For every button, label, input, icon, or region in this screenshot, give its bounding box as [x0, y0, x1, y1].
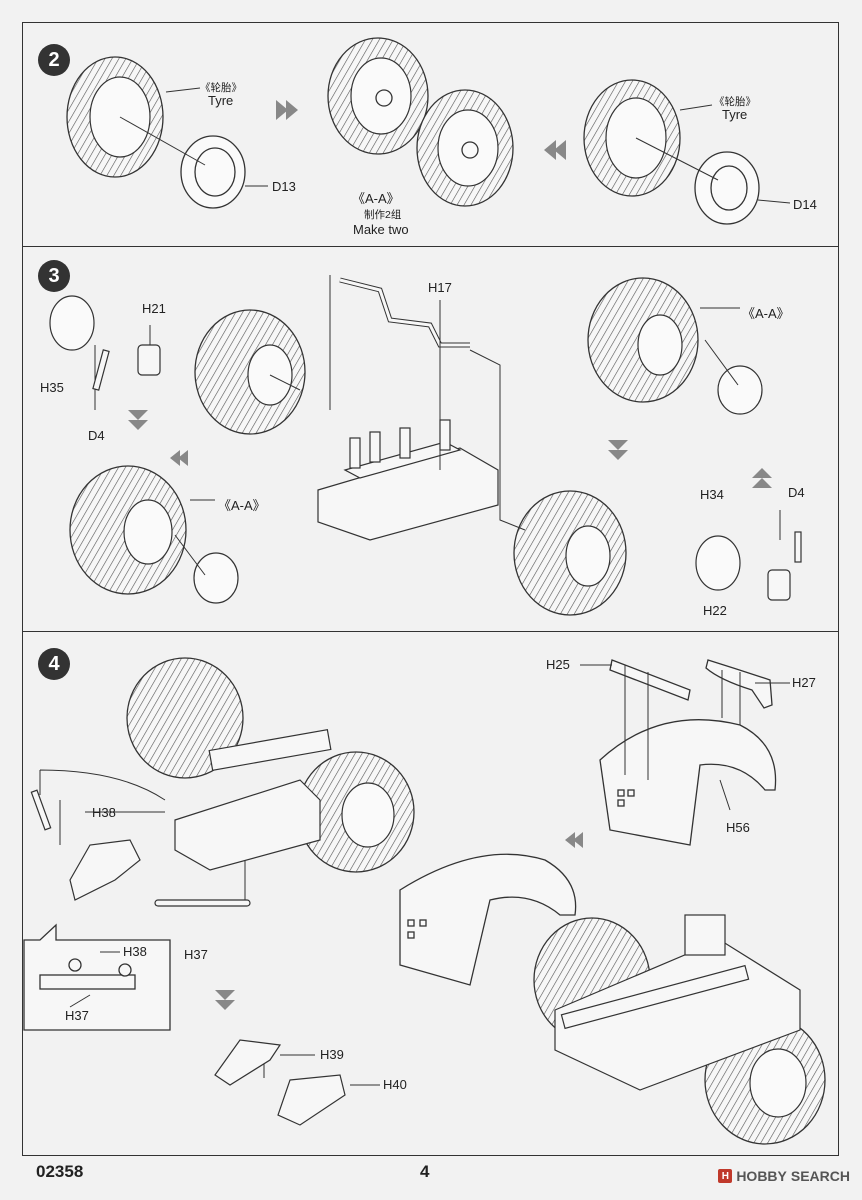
wheel-rim-icon: [180, 89, 760, 225]
part-h40-label: H40: [383, 1077, 407, 1092]
arrow-left-icon: [544, 140, 566, 160]
step-2-number: 2: [38, 44, 70, 76]
part-d14-label: D14: [793, 197, 817, 212]
arrow-left-icon: [170, 450, 188, 466]
part-h39-label: H39: [320, 1047, 344, 1062]
assembly-aa-label-1: 《A-A》: [742, 306, 790, 321]
part-h38-label-2: H38: [123, 944, 147, 959]
arrow-up-icon: [752, 468, 772, 488]
tyre-label-1: Tyre: [208, 93, 234, 108]
watermark-search: SEARCH: [790, 1168, 850, 1184]
tyre-cn-label-2: 《轮胎》: [714, 96, 756, 108]
chassis-icon: [317, 277, 499, 541]
part-h22-label: H22: [703, 603, 727, 618]
arrow-down-icon: [215, 990, 235, 1010]
part-d4-label-1: D4: [88, 428, 105, 443]
tyre-cn-label-1: 《轮胎》: [200, 82, 242, 94]
arrow-down-icon: [128, 410, 628, 460]
arrow-right-icon: [276, 100, 298, 120]
part-h27-label: H27: [792, 675, 816, 690]
part-h21-label: H21: [142, 301, 166, 316]
hobbysearch-logo-icon: H: [718, 1169, 733, 1183]
arrow-left-icon: [565, 832, 583, 848]
assembly-aa-label: 《A-A》: [352, 191, 400, 206]
part-h56-label: H56: [726, 820, 750, 835]
part-h38-label-1: H38: [92, 805, 116, 820]
fender-icon: [399, 659, 777, 986]
page-number: 4: [420, 1162, 430, 1181]
part-d4-label-2: D4: [788, 485, 805, 500]
tyre-label-2: Tyre: [722, 107, 748, 122]
step-4-number: 4: [38, 648, 70, 680]
make-two-label: Make two: [353, 222, 409, 237]
assembly-aa-label-2: 《A-A》: [218, 498, 266, 513]
step-3-number: 3: [38, 260, 70, 292]
part-h34-label: H34: [700, 487, 724, 502]
watermark: H HOBBY SEARCH: [718, 1168, 850, 1184]
part-h25-label: H25: [546, 657, 570, 672]
part-h37-label-2: H37: [65, 1008, 89, 1023]
make-two-cn-label: 制作2组: [364, 209, 402, 221]
part-h35-label: H35: [40, 380, 64, 395]
watermark-hobby: HOBBY: [736, 1168, 787, 1184]
part-h17-label: H17: [428, 280, 452, 295]
part-h37-label-1: H37: [184, 947, 208, 962]
part-d13-label: D13: [272, 179, 296, 194]
product-code: 02358: [36, 1162, 84, 1181]
